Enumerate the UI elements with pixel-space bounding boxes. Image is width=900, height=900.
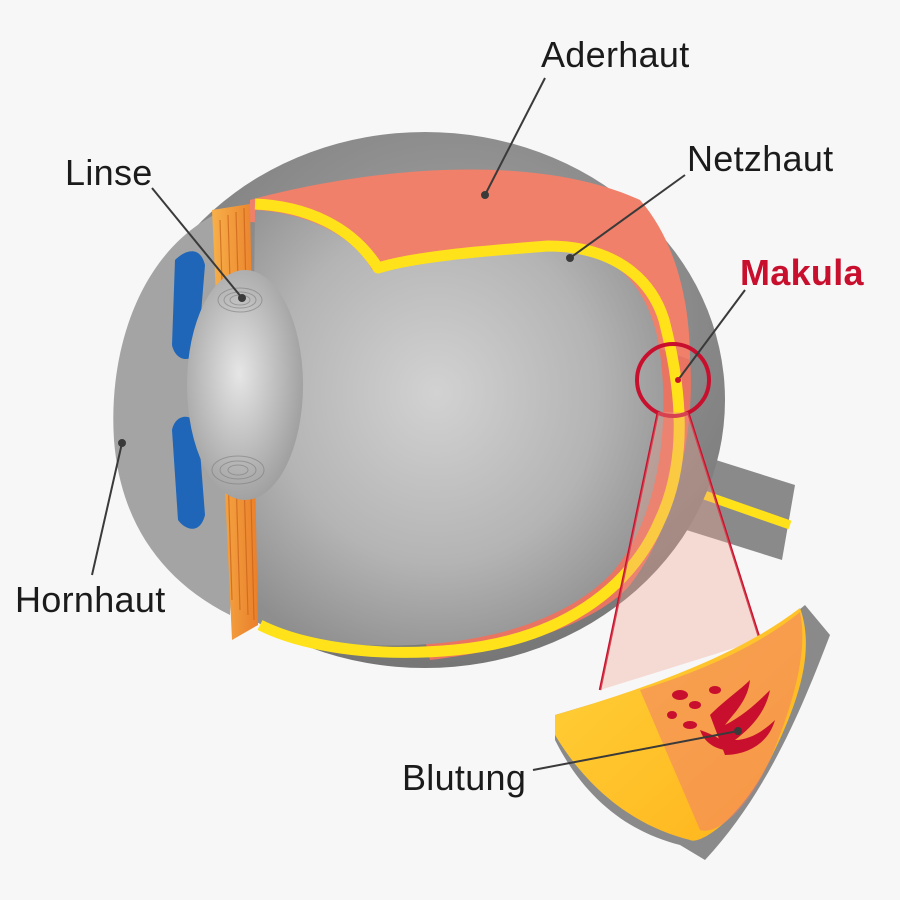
- hemorrhage-marks: [667, 680, 775, 755]
- leader-aderhaut: [484, 77, 546, 196]
- leader-blutung: [532, 730, 739, 771]
- leader-netzhaut: [569, 174, 686, 259]
- leader-hornhaut-dot: [118, 439, 126, 447]
- leader-makula: [677, 289, 746, 381]
- leader-linse: [151, 187, 243, 299]
- label-blutung: Blutung: [402, 757, 527, 798]
- label-makula: Makula: [740, 252, 864, 293]
- leader-netzhaut-dot: [566, 254, 574, 262]
- label-netzhaut: Netzhaut: [687, 138, 834, 179]
- lens-rings: [211, 287, 265, 485]
- leader-makula-dot: [675, 377, 681, 383]
- leader-aderhaut-dot: [481, 191, 489, 199]
- label-aderhaut: Aderhaut: [541, 34, 690, 75]
- vitreous-body: [250, 210, 664, 646]
- lens: [187, 270, 303, 500]
- leader-linse-dot: [238, 294, 246, 302]
- retina: [254, 198, 685, 658]
- leader-blutung-dot: [734, 727, 742, 735]
- zoom-lines: [598, 411, 762, 691]
- choroid: [250, 169, 690, 360]
- zoom-cone: [600, 412, 760, 690]
- retina-section-inset: [555, 605, 830, 860]
- makula-highlight-circle: [635, 342, 711, 418]
- label-hornhaut: Hornhaut: [15, 579, 166, 620]
- leader-lines: [91, 77, 746, 771]
- leader-hornhaut: [91, 442, 123, 576]
- label-linse: Linse: [65, 152, 153, 193]
